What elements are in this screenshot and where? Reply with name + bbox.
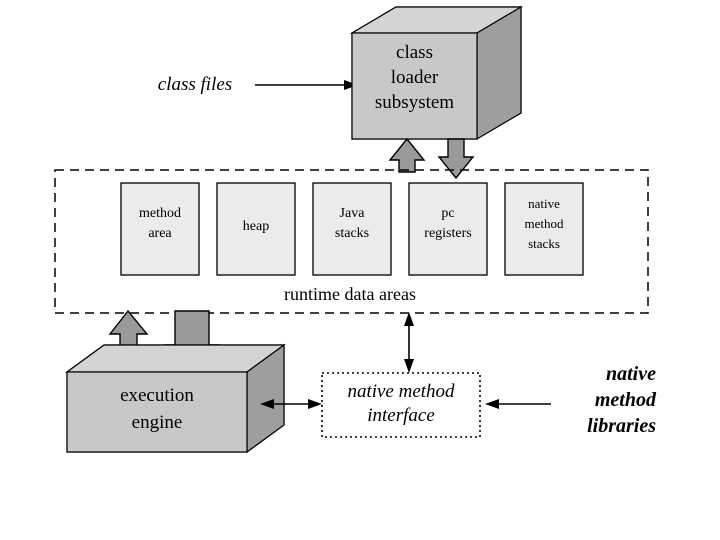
native-method-interface-box [321, 372, 481, 438]
block-arrow-down-loader [437, 138, 475, 180]
rda-cell-label-pc-registers-line-1: pc [441, 206, 455, 221]
class-loader-box [349, 5, 524, 141]
native-method-libraries-label-line-2: method [594, 389, 656, 411]
classfiles-to-loader-connector [255, 80, 358, 90]
rda-cell-label-native-method-stacks-line-1: native [528, 196, 560, 211]
execution-engine-box [65, 343, 286, 454]
libraries-to-nmi-connector [485, 399, 551, 409]
rda-cell-label-method-area-line-1: method [139, 206, 181, 221]
rda-cell-label-heap: heap [242, 219, 270, 234]
rda-cell-label-method-area-line-2: area [148, 226, 172, 241]
class-loader-label-line-1: class [396, 42, 433, 63]
class-loader-label-line-3: subsystem [374, 92, 455, 113]
rda-cell-label-native-method-stacks-line-2: method [524, 216, 564, 231]
native-method-libraries-label-line-1: native [606, 363, 656, 385]
class-loader-label-line-2: loader [390, 67, 439, 88]
execution-engine-label-line-1: execution [120, 385, 194, 406]
rda-to-nmi-connector [404, 312, 414, 373]
engine-to-nmi-connector [260, 399, 322, 409]
rda-cell-label-java-stacks-line-1: Java [339, 206, 365, 221]
rda-cell-label-java-stacks-line-2: stacks [334, 226, 370, 241]
class-files-label: class files [157, 74, 233, 95]
rda-cell-rects [120, 182, 584, 276]
execution-engine-label-line-2: engine [131, 412, 183, 433]
native-method-interface-label-line-1: native method [347, 381, 455, 402]
runtime-data-areas-label: runtime data areas [284, 284, 416, 304]
native-method-interface-label-line-2: interface [367, 405, 435, 426]
rda-cell-label-pc-registers-line-2: registers [424, 226, 472, 241]
native-method-libraries-label-line-3: libraries [587, 415, 656, 437]
rda-cell-label-native-method-stacks-line-3: stacks [528, 236, 560, 251]
block-arrow-up-loader [388, 137, 426, 173]
runtime-data-areas-border [54, 169, 649, 314]
